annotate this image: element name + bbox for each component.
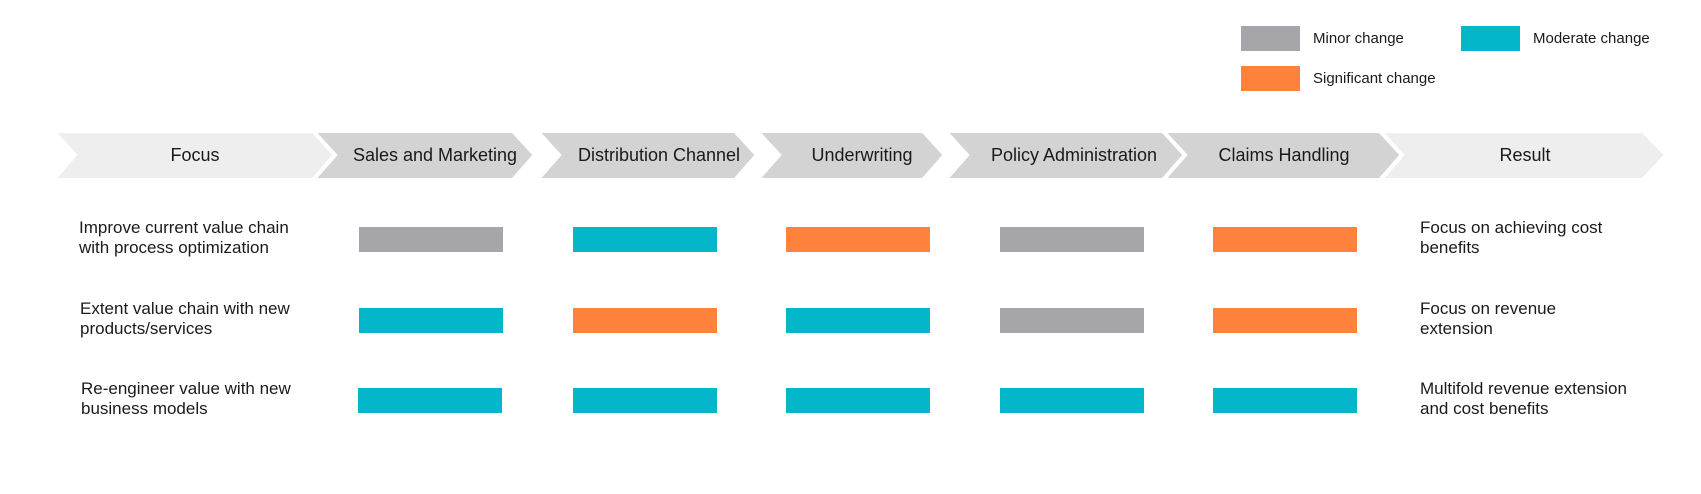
row-3-bar-claims-handling: [1213, 388, 1357, 413]
row-2-focus-line-1: Extent value chain with new: [80, 299, 290, 318]
legend-swatch-moderate: [1461, 26, 1520, 51]
row-1-result: Focus on achieving cost benefits: [1420, 218, 1602, 258]
header-stage-underwriting: Underwriting: [811, 144, 913, 165]
header-stage-sales-marketing: Sales and Marketing: [352, 144, 518, 165]
legend-item-moderate: Moderate change: [1461, 26, 1650, 51]
row-1-focus-line-2: with process optimization: [79, 238, 269, 257]
row-2-focus: Extent value chain with new products/ser…: [80, 299, 290, 339]
row-3-bar-distribution-channel: [573, 388, 717, 413]
row-1-bar-distribution-channel: [573, 227, 717, 252]
chevron-underwriting: [752, 129, 948, 182]
row-2-bar-claims-handling: [1213, 308, 1357, 333]
legend-swatch-minor: [1241, 26, 1300, 51]
header-result: Result: [1499, 144, 1551, 165]
legend-item-significant: Significant change: [1241, 66, 1436, 91]
legend-label-minor: Minor change: [1313, 30, 1404, 47]
row-2-result-line-2: extension: [1420, 319, 1493, 338]
row-3-bar-underwriting: [786, 388, 930, 413]
row-2-result: Focus on revenue extension: [1420, 299, 1556, 339]
row-2-bar-policy-administration: [1000, 308, 1144, 333]
row-2-bar-underwriting: [786, 308, 930, 333]
row-3-result: Multifold revenue extension and cost ben…: [1420, 379, 1627, 419]
row-1-bar-underwriting: [786, 227, 930, 252]
row-1-result-line-2: benefits: [1420, 238, 1480, 257]
row-3-focus: Re-engineer value with new business mode…: [81, 379, 291, 419]
row-1-focus-line-1: Improve current value chain: [79, 218, 289, 237]
row-3-focus-line-1: Re-engineer value with new: [81, 379, 291, 398]
row-3-focus-line-2: business models: [81, 399, 208, 418]
row-1-result-line-1: Focus on achieving cost: [1420, 218, 1603, 237]
row-1-focus: Improve current value chain with process…: [79, 218, 289, 258]
row-3-result-line-1: Multifold revenue extension: [1420, 379, 1627, 398]
row-2-focus-line-2: products/services: [80, 319, 213, 338]
row-1-bar-claims-handling: [1213, 227, 1357, 252]
header-stage-distribution-channel: Distribution Channel: [577, 144, 741, 165]
header-stage-claims-handling: Claims Handling: [1218, 144, 1350, 165]
header-focus: Focus: [170, 144, 220, 165]
legend-swatch-significant: [1241, 66, 1300, 91]
chevron-sales-marketing: [308, 129, 538, 182]
row-2-bar-sales-marketing: [359, 308, 503, 333]
legend-item-minor: Minor change: [1241, 26, 1404, 51]
row-2-bar-distribution-channel: [573, 308, 717, 333]
row-3-bar-sales-marketing: [358, 388, 502, 413]
row-1-bar-sales-marketing: [359, 227, 503, 252]
chevron-result: [1375, 129, 1669, 182]
legend-label-moderate: Moderate change: [1533, 30, 1650, 47]
row-3-result-line-2: and cost benefits: [1420, 399, 1549, 418]
row-3-bar-policy-administration: [1000, 388, 1144, 413]
row-1-bar-policy-administration: [1000, 227, 1144, 252]
header-stage-policy-administration: Policy Administration: [990, 144, 1158, 165]
row-2-result-line-1: Focus on revenue: [1420, 299, 1557, 318]
legend-label-significant: Significant change: [1313, 70, 1436, 87]
chevron-distribution-channel: [532, 129, 760, 182]
